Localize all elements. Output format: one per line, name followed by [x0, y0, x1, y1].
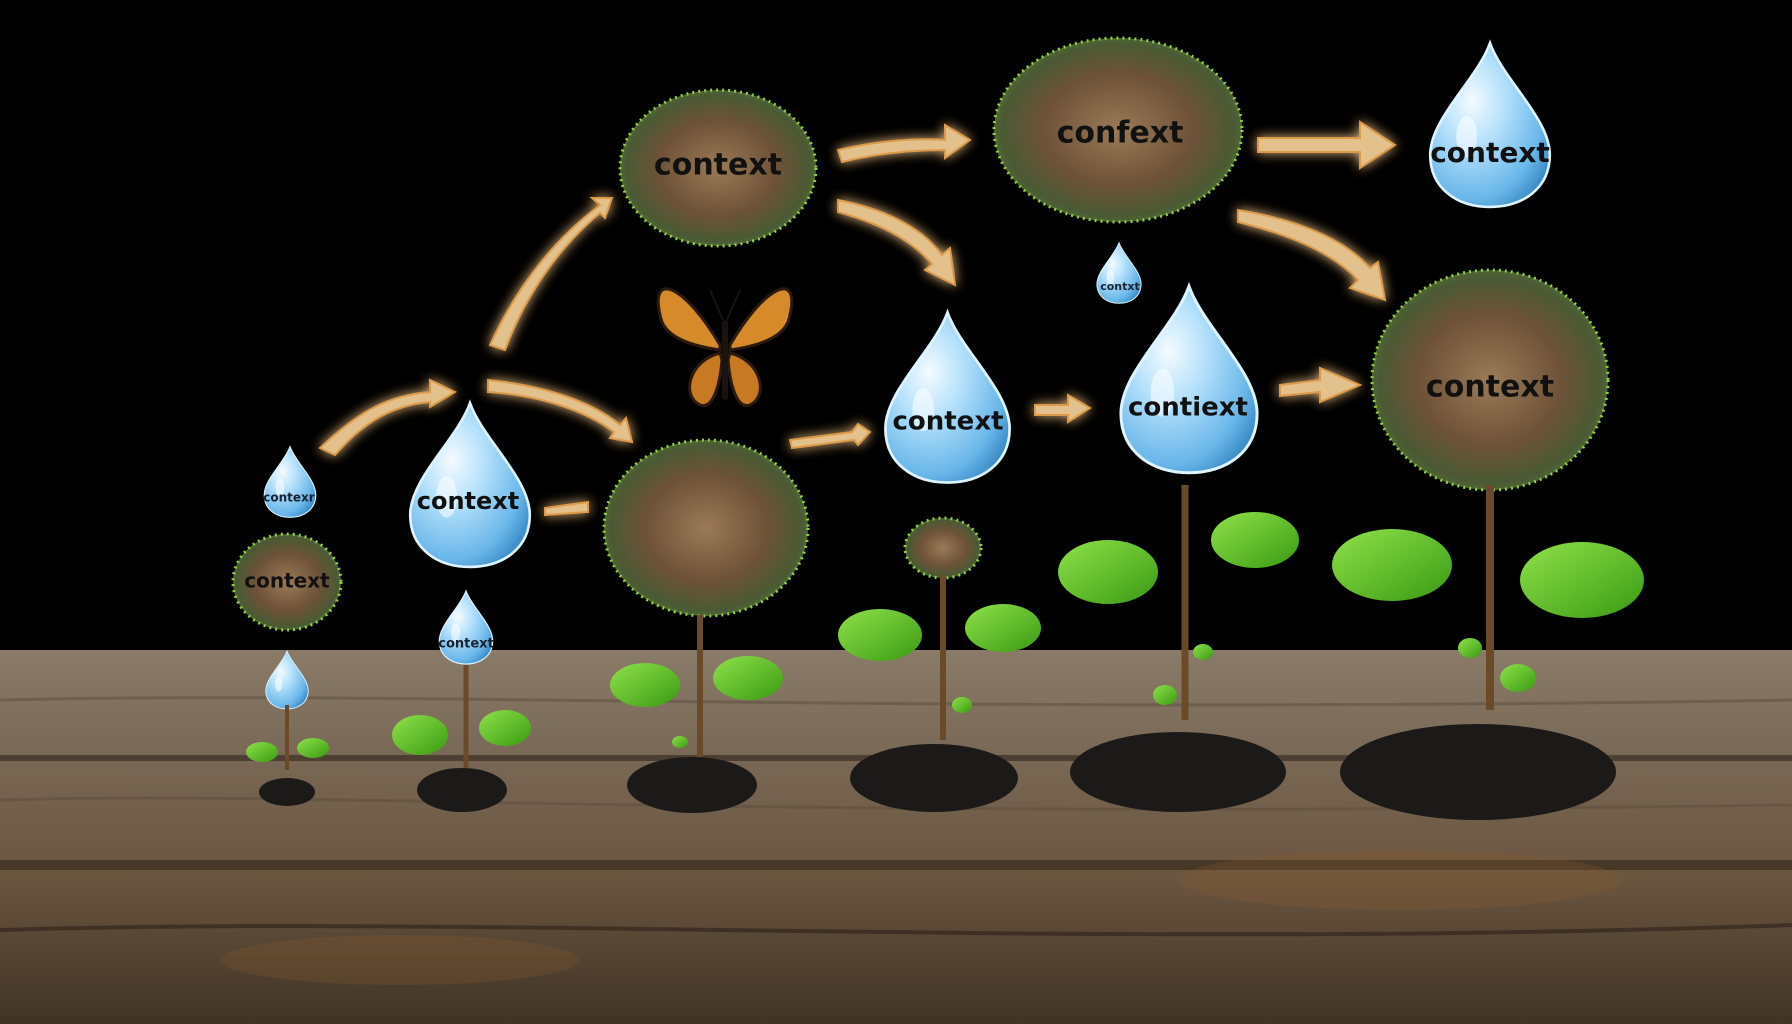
arrows — [318, 120, 1397, 517]
drop-stage4-label: context — [892, 407, 1003, 437]
drop-stage2-small-label: context — [438, 637, 494, 652]
drop-stage2-small: context — [438, 590, 494, 665]
drop-tiny-top-label: contxt — [1100, 280, 1140, 293]
cloud-top-left-label: context — [654, 148, 782, 183]
cloud-stage6-label: context — [1426, 370, 1554, 405]
plant-stage6 — [1332, 485, 1644, 820]
drop-stage2-large: context — [408, 401, 532, 569]
drop-stage1-top-label: contexr — [263, 491, 315, 505]
plant-stage2 — [392, 665, 531, 812]
plant-stage5 — [1058, 485, 1299, 812]
drop-top-right: context — [1428, 41, 1552, 209]
drop-stage1-top: contexr — [263, 446, 317, 518]
butterfly — [656, 287, 794, 408]
cloud-top-center-label: confext — [1057, 116, 1184, 151]
drop-stage4: context — [883, 310, 1012, 485]
plant-stage3 — [610, 615, 783, 813]
cloud-stage4-small — [903, 516, 983, 580]
drop-stage5: contiext — [1119, 284, 1259, 475]
wooden-table — [0, 650, 1792, 1024]
cloud-stage1-label: context — [244, 569, 330, 593]
cloud-stage3 — [602, 438, 810, 618]
plant-stage1 — [246, 705, 329, 806]
drop-stage5-label: contiext — [1128, 393, 1248, 423]
drop-top-right-label: context — [1430, 136, 1550, 169]
drop-tiny-top: contxt — [1096, 242, 1142, 304]
cloud-stage1: context — [231, 532, 343, 632]
drop-stage2-large-label: context — [417, 487, 520, 515]
cloud-stage6: context — [1370, 268, 1610, 492]
plant-stage4 — [838, 575, 1041, 812]
cloud-top-left: context — [618, 88, 818, 248]
cloud-top-center: confext — [992, 36, 1244, 224]
